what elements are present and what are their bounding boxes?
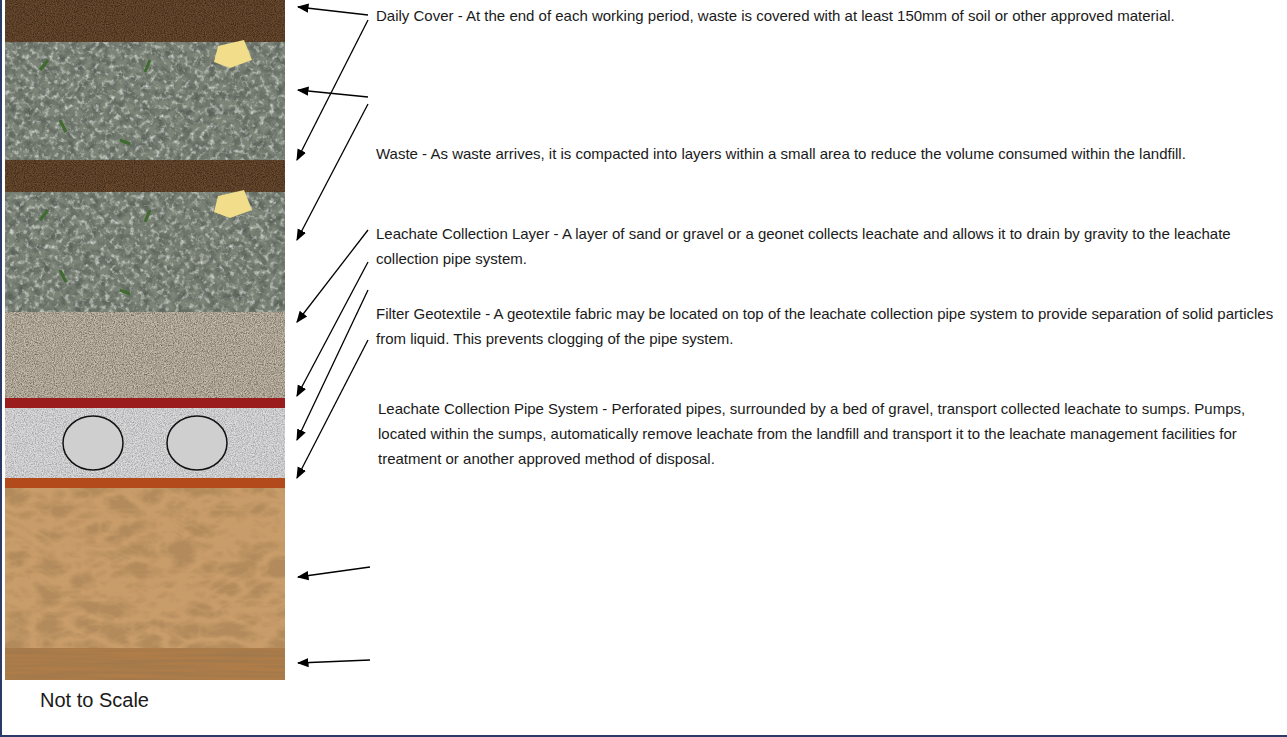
callout-text: Daily Cover - At the end of each working…: [376, 3, 1281, 28]
callout-text: Leachate Collection Pipe System - Perfor…: [378, 396, 1281, 471]
callout-text: Filter Geotextile - A geotextile fabric …: [376, 301, 1281, 351]
callout-text: Leachate Collection Layer - A layer of s…: [376, 221, 1281, 271]
scale-note: Not to Scale: [40, 688, 260, 712]
callout-text: Waste - As waste arrives, it is compacte…: [376, 141, 1281, 166]
